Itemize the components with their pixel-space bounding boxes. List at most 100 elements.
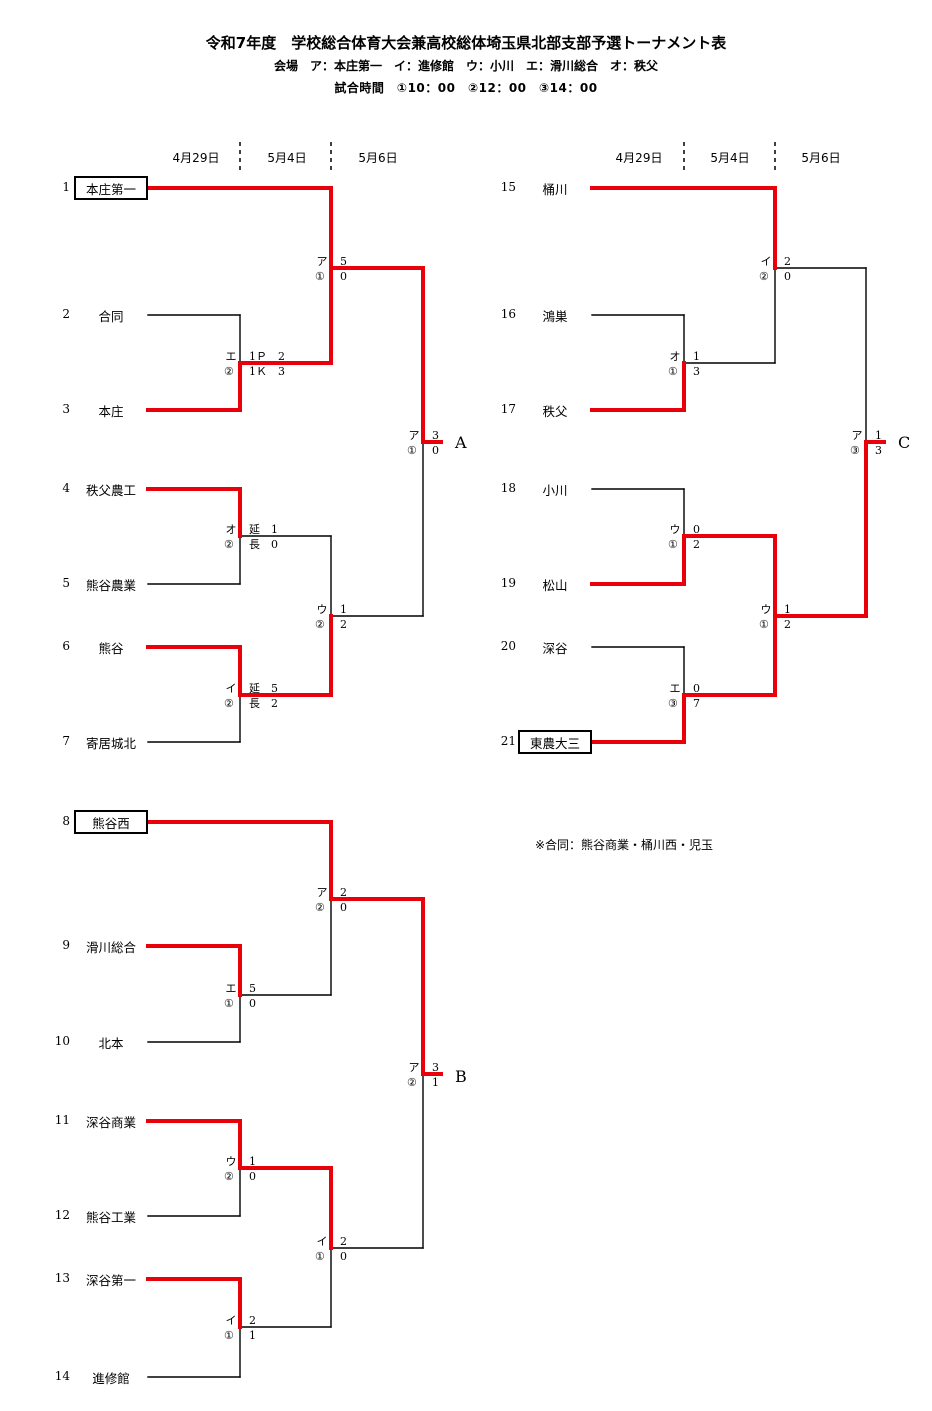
final-label-c: C (898, 433, 911, 452)
team-number: 19 (500, 576, 516, 590)
team-name: 秩父 (542, 404, 568, 419)
team-name: 寄居城北 (85, 736, 136, 751)
team-name: 秩父農工 (85, 483, 136, 498)
match-time: ① (224, 997, 234, 1010)
team-name: 熊谷農業 (85, 578, 136, 593)
team-name: 深谷第一 (85, 1273, 136, 1288)
team-number: 3 (62, 402, 70, 416)
match-venue: ウ (225, 1155, 237, 1168)
match-time: ① (315, 270, 325, 283)
score-top: 5 (340, 255, 347, 268)
team-name: 進修館 (92, 1371, 130, 1386)
score-top: 2 (249, 1314, 256, 1327)
match-time: ② (224, 697, 234, 710)
match-time: ② (407, 1076, 417, 1089)
score-bottom: 2 (784, 618, 791, 631)
date-round3-right: 5月6日 (801, 151, 841, 165)
match-venue: エ (225, 350, 237, 363)
team-number: 1 (62, 180, 70, 194)
team-number: 4 (62, 481, 70, 495)
score-bottom: 長 2 (249, 697, 278, 710)
score-bottom: 7 (693, 697, 700, 710)
match-time: ① (759, 618, 769, 631)
score-top: 3 (432, 1061, 439, 1074)
team-name: 深谷 (542, 641, 568, 656)
score-bottom: 1 (432, 1076, 439, 1089)
score-top: 3 (432, 429, 439, 442)
match-venue: ア (408, 1061, 420, 1074)
score-top: 1Ｐ 2 (249, 350, 285, 363)
date-round2-left: 5月4日 (267, 151, 307, 165)
date-round3-left: 5月6日 (358, 151, 398, 165)
combined-team-note: ※合同：熊谷商業・桶川西・児玉 (535, 838, 714, 852)
score-top: 2 (340, 886, 347, 899)
score-top: 0 (693, 682, 700, 695)
score-top: 1 (875, 429, 882, 442)
team-number: 12 (54, 1208, 70, 1222)
team-number: 17 (500, 402, 516, 416)
score-top: 延 1 (249, 523, 278, 536)
match-venue: ウ (760, 603, 772, 616)
team-number: 11 (54, 1113, 70, 1127)
team-name: 合同 (98, 309, 124, 324)
match-venue: イ (316, 1235, 328, 1248)
score-bottom: 2 (340, 618, 347, 631)
match-venue: オ (225, 523, 237, 536)
match-venue: イ (225, 682, 237, 695)
score-bottom: 1 (249, 1329, 256, 1342)
match-venue: ア (316, 886, 328, 899)
team-number: 21 (500, 734, 516, 748)
team-name: 小川 (542, 483, 568, 498)
team-name: 松山 (542, 578, 568, 593)
match-venue: エ (225, 982, 237, 995)
match-venue: ウ (669, 523, 681, 536)
score-bottom: 3 (875, 444, 882, 457)
match-venue: イ (760, 255, 772, 268)
match-time: ② (224, 1170, 234, 1183)
team-name: 熊谷 (98, 641, 124, 656)
score-top: 2 (784, 255, 791, 268)
score-bottom: 長 0 (249, 538, 278, 551)
match-time: ① (668, 365, 678, 378)
team-number: 5 (62, 576, 70, 590)
team-name: 熊谷西 (74, 810, 148, 834)
final-label-b: B (455, 1067, 467, 1086)
match-venue: ア (408, 429, 420, 442)
match-time: ③ (668, 697, 678, 710)
score-bottom: 0 (784, 270, 791, 283)
score-top: 1 (249, 1155, 256, 1168)
team-number: 8 (62, 814, 70, 828)
team-number: 9 (62, 938, 70, 952)
page-title: 令和7年度 学校総合体育大会兼高校総体埼玉県北部支部予選トーナメント表 (205, 34, 727, 52)
match-time: ① (224, 1329, 234, 1342)
match-time: ① (668, 538, 678, 551)
match-score: 1Ｐ 2 1Ｋ 3 (249, 349, 285, 379)
team-number: 7 (62, 734, 70, 748)
venue-legend: 会場 ア：本庄第一 イ：進修館 ウ：小川 エ：滑川総合 オ：秩父 (273, 59, 658, 73)
team-name: 熊谷工業 (85, 1210, 136, 1225)
score-bottom: 1Ｋ 3 (249, 365, 285, 378)
score-top: 5 (249, 982, 256, 995)
